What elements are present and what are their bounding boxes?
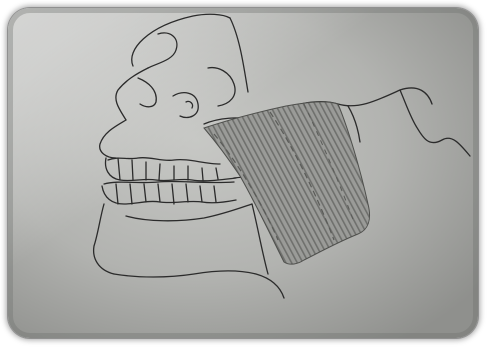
- photo: [8, 8, 478, 338]
- jaw-illustration: [8, 8, 478, 338]
